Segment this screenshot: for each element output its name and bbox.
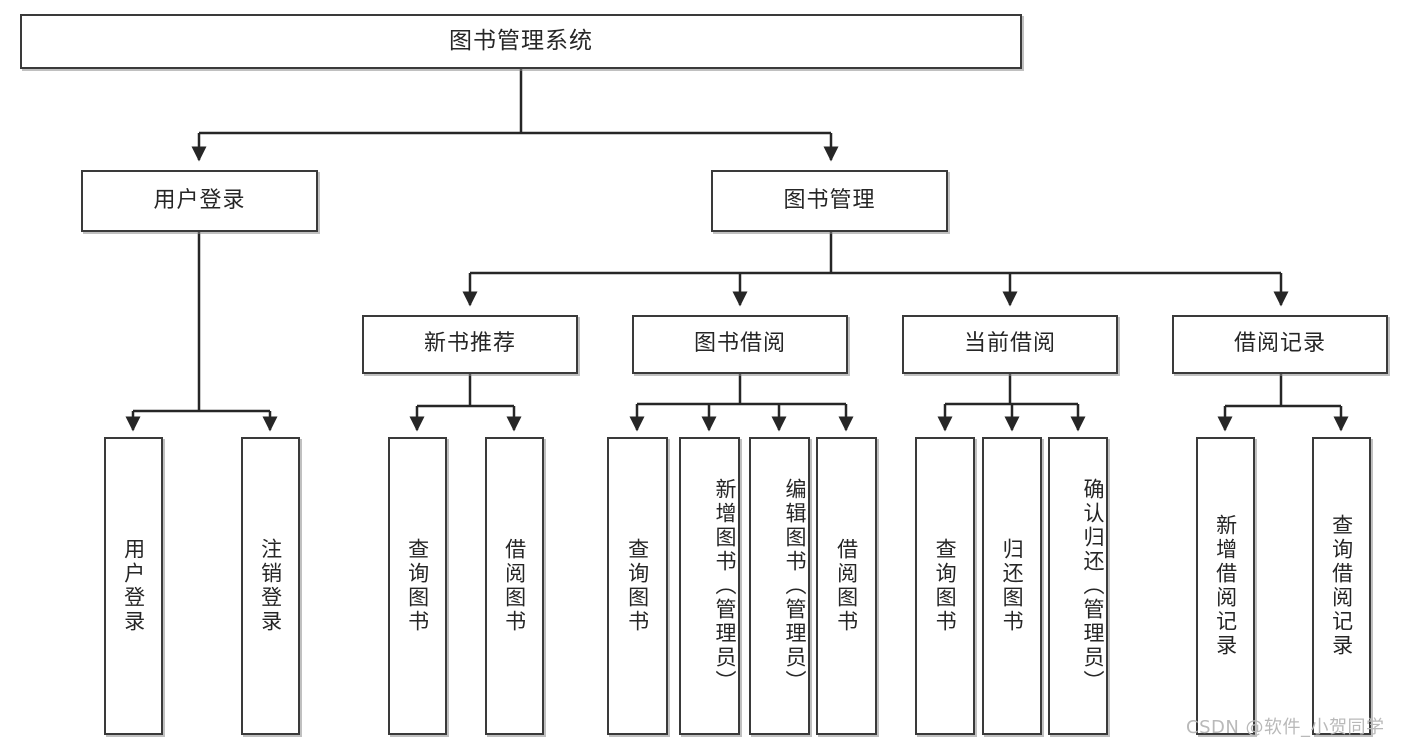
node-label: 借阅图书 <box>834 538 859 634</box>
node-label: 编辑图书（管理员） <box>783 478 807 694</box>
node-label: 新书推荐 <box>423 331 516 357</box>
node-label: 确认归还（管理员） <box>1081 478 1105 694</box>
leaf-user-login-login[interactable]: 用户登录 <box>104 437 163 735</box>
leaf-book-borrow-query-book[interactable]: 查询图书 <box>607 437 668 735</box>
node-root-system[interactable]: 图书管理系统 <box>20 14 1022 69</box>
node-label: 图书管理 <box>783 187 876 213</box>
node-label: 新增借阅记录 <box>1213 514 1238 658</box>
node-label: 查询借阅记录 <box>1329 514 1354 658</box>
node-label: 用户登录 <box>153 187 246 213</box>
node-label: 查询图书 <box>405 538 430 634</box>
leaf-book-borrow-borrow-book[interactable]: 借阅图书 <box>816 437 877 735</box>
node-book-borrow[interactable]: 图书借阅 <box>632 315 848 374</box>
leaf-book-borrow-add-book-admin[interactable]: 新增图书（管理员） <box>679 437 740 735</box>
node-label: 查询图书 <box>933 538 958 634</box>
node-label: 查询图书 <box>625 538 650 634</box>
leaf-borrow-record-query-record[interactable]: 查询借阅记录 <box>1312 437 1371 735</box>
leaf-current-borrow-query-book[interactable]: 查询图书 <box>915 437 975 735</box>
leaf-book-borrow-edit-book-admin[interactable]: 编辑图书（管理员） <box>749 437 810 735</box>
leaf-current-borrow-confirm-return-admin[interactable]: 确认归还（管理员） <box>1048 437 1108 735</box>
node-borrow-record[interactable]: 借阅记录 <box>1172 315 1388 374</box>
node-label: 图书借阅 <box>693 331 786 357</box>
node-label: 图书管理系统 <box>449 27 593 54</box>
node-label: 借阅图书 <box>502 538 527 634</box>
node-new-book-recommend[interactable]: 新书推荐 <box>362 315 578 374</box>
leaf-new-book-query-book[interactable]: 查询图书 <box>388 437 447 735</box>
node-label: 当前借阅 <box>963 331 1056 357</box>
node-label: 用户登录 <box>121 538 146 634</box>
leaf-user-login-logout[interactable]: 注销登录 <box>241 437 300 735</box>
leaf-borrow-record-add-record[interactable]: 新增借阅记录 <box>1196 437 1255 735</box>
node-label: 注销登录 <box>258 538 283 634</box>
node-book-management[interactable]: 图书管理 <box>711 170 948 232</box>
node-label: 新增图书（管理员） <box>713 478 737 694</box>
node-user-login[interactable]: 用户登录 <box>81 170 318 232</box>
watermark: CSDN @软件_小贺同学 <box>1186 717 1385 738</box>
node-label: 归还图书 <box>1000 538 1025 634</box>
node-label: 借阅记录 <box>1233 331 1326 357</box>
node-current-borrow[interactable]: 当前借阅 <box>902 315 1118 374</box>
leaf-new-book-borrow-book[interactable]: 借阅图书 <box>485 437 544 735</box>
leaf-current-borrow-return-book[interactable]: 归还图书 <box>982 437 1042 735</box>
